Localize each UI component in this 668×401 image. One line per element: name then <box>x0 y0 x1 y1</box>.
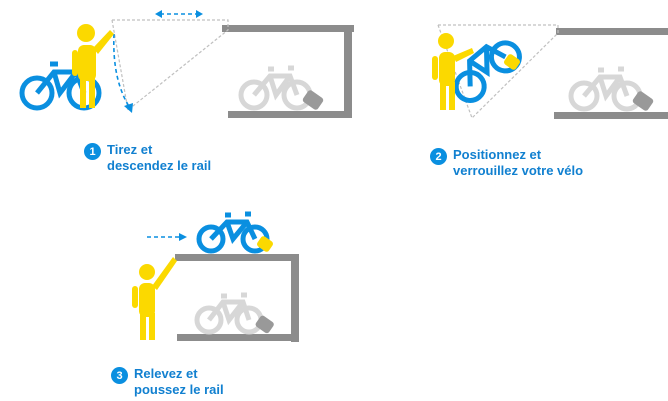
blue-bike-icon <box>196 211 270 254</box>
person-icon <box>432 33 474 110</box>
step-3-line-2: poussez le rail <box>134 382 224 397</box>
step-2-text: Positionnez et verrouillez votre vélo <box>453 147 583 179</box>
step-3-illustration <box>132 211 299 342</box>
slide-arrow-left-head <box>155 10 162 18</box>
rack-post <box>344 25 352 117</box>
push-arrow-icon <box>147 233 187 241</box>
lock-icon <box>255 315 274 334</box>
upper-rail <box>175 254 299 261</box>
lock-icon-yellow <box>504 54 520 70</box>
stored-bike-icon <box>238 65 313 111</box>
lock-icon <box>632 91 654 111</box>
step-3-badge: 3 <box>111 367 128 384</box>
slide-arrow-right-head <box>196 10 203 18</box>
step-2-illustration <box>432 24 668 119</box>
step-1-illustration <box>19 10 354 118</box>
blue-bike-icon <box>453 40 522 103</box>
step-3-line-1: Relevez et <box>134 366 198 381</box>
step-2-label: 2 Positionnez et verrouillez votre vélo <box>430 147 583 179</box>
lock-icon-yellow <box>257 236 273 252</box>
stored-bike-icon <box>194 292 264 335</box>
step-1-badge: 1 <box>84 143 101 160</box>
rack-post <box>291 254 299 342</box>
person-icon <box>72 24 114 108</box>
step-3-label: 3 Relevez et poussez le rail <box>111 366 224 398</box>
step-2-badge: 2 <box>430 148 447 165</box>
step-1-label: 1 Tirez et descendez le rail <box>84 142 211 174</box>
lower-arrow-icon <box>113 33 131 109</box>
lower-arrow-head <box>124 103 133 113</box>
lock-icon <box>302 90 324 110</box>
step-1-text: Tirez et descendez le rail <box>107 142 211 174</box>
upper-rail <box>222 25 354 32</box>
step-1-line-1: Tirez et <box>107 142 153 157</box>
upper-rail <box>556 28 668 35</box>
step-2-line-1: Positionnez et <box>453 147 542 162</box>
lower-rail <box>228 111 352 118</box>
step-1-line-2: descendez le rail <box>107 158 212 173</box>
step-2-line-2: verrouillez votre vélo <box>453 163 584 178</box>
lower-rail <box>554 112 668 119</box>
lower-rail <box>177 334 299 341</box>
person-icon <box>132 257 177 340</box>
step-3-text: Relevez et poussez le rail <box>134 366 224 398</box>
rail-outline-dashed <box>111 19 229 111</box>
stored-bike-icon <box>568 66 643 112</box>
